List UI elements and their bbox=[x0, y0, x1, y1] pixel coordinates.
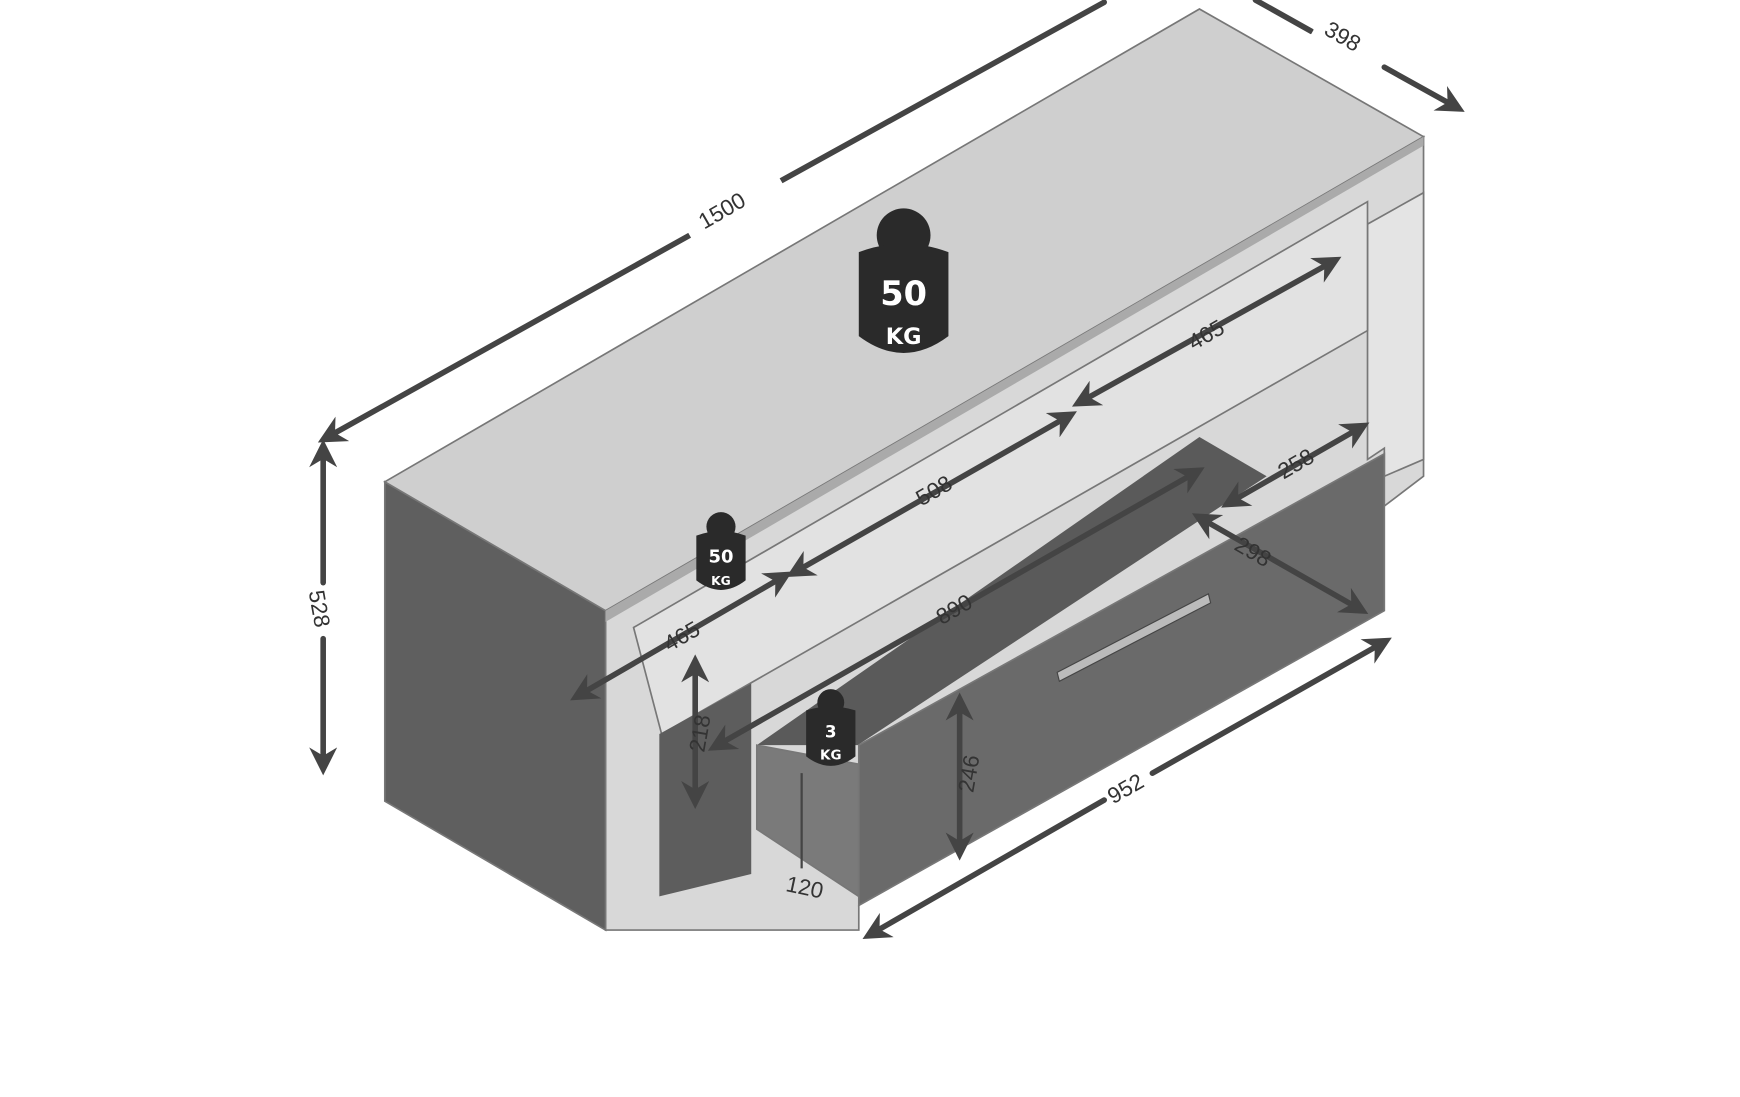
weight-icon-top: 50 KG bbox=[858, 208, 949, 353]
arrow-drawer-depth bbox=[1191, 513, 1369, 615]
weight-drawer-unit: KG bbox=[820, 749, 841, 764]
label-drawer-width: 952 bbox=[1103, 769, 1148, 809]
arrow-width bbox=[317, 232, 693, 443]
arrow-drawer-width bbox=[862, 797, 1107, 939]
arrow-depth bbox=[1252, 0, 1315, 35]
weight-shelf-value: 50 bbox=[709, 547, 734, 568]
weight-shelf-unit: KG bbox=[711, 574, 731, 588]
arrow-inner-width bbox=[707, 467, 1205, 751]
weight-top-value: 50 bbox=[880, 274, 927, 313]
weight-drawer-value: 3 bbox=[825, 721, 837, 741]
arrow-drawer-width-2 bbox=[1149, 637, 1392, 776]
right-side-panel bbox=[1366, 191, 1425, 478]
weight-icon-shelf: 50 KG bbox=[696, 512, 746, 590]
weight-top-unit: KG bbox=[886, 324, 922, 350]
weight-icon-drawer: 3 KG bbox=[806, 689, 856, 766]
label-height: 528 bbox=[304, 588, 335, 629]
arrow-width-2 bbox=[770, 0, 1107, 188]
arrow-shelf-right bbox=[1071, 256, 1342, 407]
cabinet bbox=[383, 7, 1426, 932]
arrow-inner-depth bbox=[1221, 422, 1370, 508]
arrow-depth-2 bbox=[1381, 64, 1465, 112]
dimension-arrows bbox=[309, 0, 1465, 939]
